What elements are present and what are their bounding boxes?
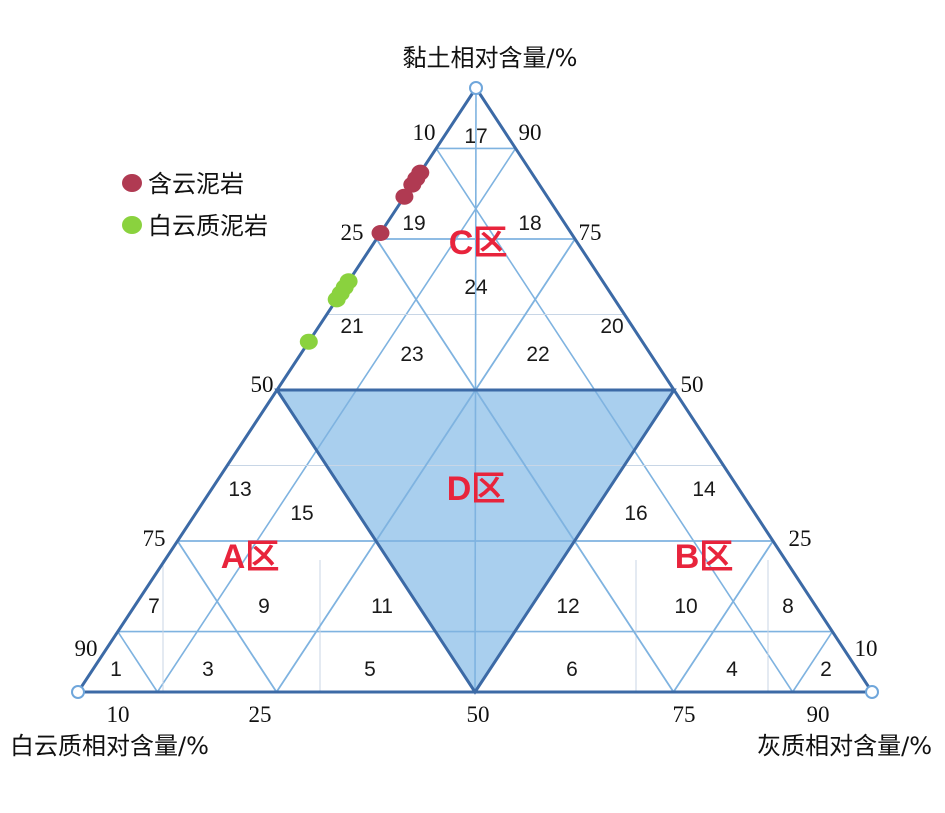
tick-label-right-edge: 50 [681,372,704,397]
tick-label-right-edge: 90 [519,120,542,145]
cell-label: 13 [228,478,251,501]
cell-label: 3 [202,658,214,681]
zone-label: B区 [675,538,734,576]
tick-label-right-edge: 10 [855,636,878,661]
tick-label-left-edge: 50 [251,372,274,397]
data-point [403,176,422,193]
grid-line-calcite [672,540,774,693]
cell-label: 14 [692,478,716,501]
d-zone-outline [274,388,677,695]
zone-labels: A区 B区 C区 D区 [221,224,734,576]
tick-label-bottom-edge: 50 [467,702,490,727]
cell-label: 16 [624,502,647,525]
tick-label-bottom-edge: 75 [673,702,696,727]
vertex-marker [71,685,85,699]
cell-label: 11 [371,595,393,618]
cell-label: 4 [726,658,738,681]
axis-title-calcite: 灰质相对含量/% [757,732,932,760]
cell-label: 15 [290,502,313,525]
zone-label: C区 [449,224,508,262]
tick-label-right-edge: 25 [789,526,812,551]
tick-label-left-edge: 90 [75,636,98,661]
grid-line-dolomite [375,238,675,693]
vertex-marker [865,685,879,699]
cell-label: 17 [464,125,487,148]
data-point [395,188,414,205]
legend-label: 白云质泥岩 [148,212,268,240]
vertex-marker [469,81,483,95]
cell-label: 5 [364,658,376,681]
zone-label: D区 [447,470,506,508]
cell-label: 19 [402,212,425,235]
tick-label-bottom-edge: 25 [249,702,272,727]
data-points [299,164,430,350]
legend-marker [122,216,142,234]
cell-label: 7 [148,595,160,618]
cell-label: 23 [400,343,423,366]
tick-label-bottom-edge: 90 [807,702,830,727]
legend-label: 含云泥岩 [148,170,244,198]
cell-label: 2 [820,658,832,681]
cell-label: 1 [110,658,122,681]
data-point [299,333,318,350]
cell-label: 6 [566,658,578,681]
cell-label: 18 [518,212,541,235]
cell-label: 20 [600,315,623,338]
tick-label-left-edge: 25 [341,220,364,245]
tick-label-right-edge: 75 [579,220,602,245]
cell-label: 24 [464,276,488,299]
cell-label: 12 [556,595,579,618]
tick-label-left-edge: 10 [413,120,436,145]
cell-label: 22 [526,343,549,366]
axis-title-clay: 黏土相对含量/% [403,44,578,72]
triangle-outline [75,85,875,694]
zone-label: A区 [221,538,280,576]
data-point [327,291,346,308]
grid-line-calcite [275,238,576,693]
cell-label: 9 [258,595,270,618]
grid-line-minor [791,631,834,693]
axis-title-dolomite: 白云质相对含量/% [10,732,209,760]
vertex-markers [71,81,879,699]
legend-marker [122,174,142,192]
cell-label: 10 [674,595,697,618]
data-point [371,225,390,241]
tick-label-bottom-edge: 10 [107,702,130,727]
tick-label-left-edge: 75 [143,526,166,551]
cell-label: 21 [340,315,363,338]
cell-label: 8 [782,595,794,618]
grid-line-dolomite [176,540,278,693]
grid-line-minor [117,631,159,693]
